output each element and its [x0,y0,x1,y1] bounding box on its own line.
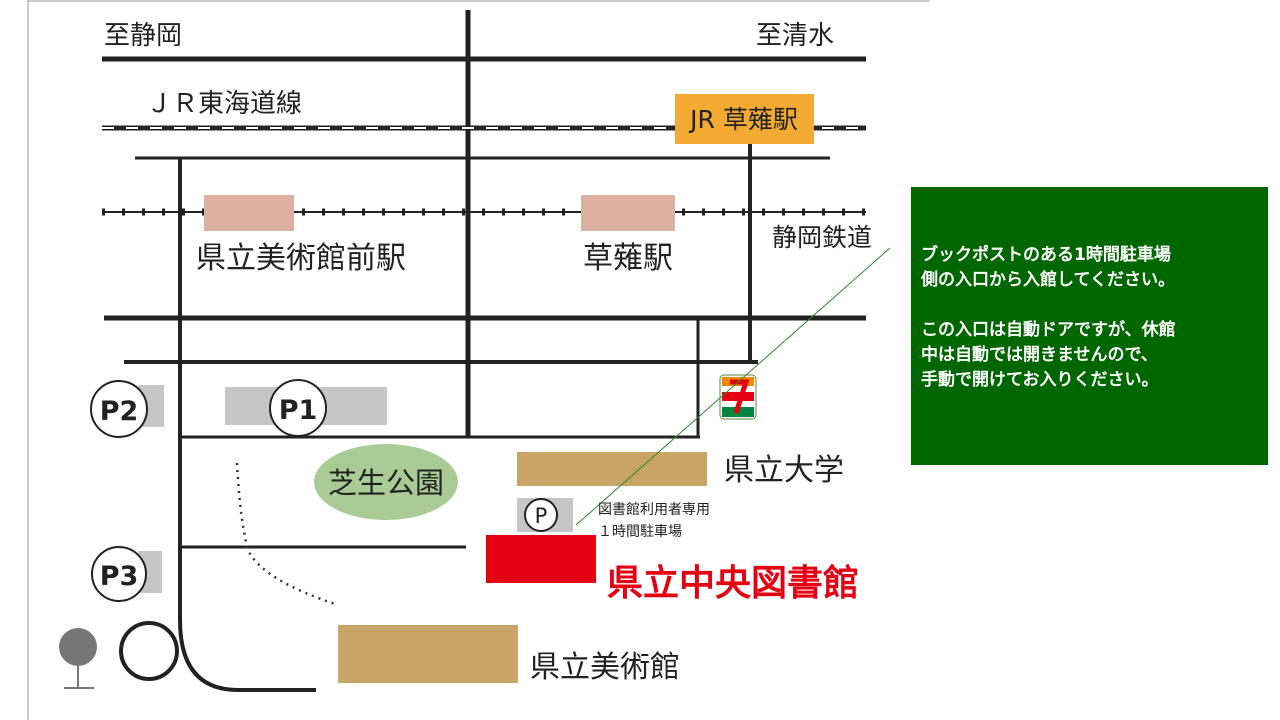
station-museum-mae-box [204,195,294,231]
direction-shizuoka: 至静岡 [104,21,182,51]
p2-marker [90,380,148,438]
university-building [517,452,707,486]
park-area [314,444,458,520]
notice-pointer-line [575,247,891,526]
notice-box: ブックポストのある1時間駐車場 側の入口から入館してください。 この入口は自動ド… [911,187,1268,465]
roundabout [119,621,179,681]
footpath [235,462,339,607]
p1-label: P1 [279,395,318,426]
road-curve-south [178,619,316,692]
library-lot-label-line2: １時間駐車場 [598,523,682,540]
p1-marker [269,379,327,437]
station-museum-mae-label: 県立美術館前駅 [196,241,406,276]
p2-label: P2 [100,396,139,427]
jr-kusanagi-station-box [675,94,814,144]
library-parking-p-label: P [535,504,548,528]
p3-marker [91,546,147,602]
station-kusanagi-box [581,195,675,231]
jr-line-label: ＪＲ東海道線 [146,89,302,119]
museum-building [338,625,518,683]
notice-paragraph-2: この入口は自動ドアですが、休館 中は自動では開きませんので、 手動で開けてお入り… [921,320,1176,390]
library-building [486,535,596,583]
notice-paragraph-1: ブックポストのある1時間駐車場 側の入口から入館してください。 [921,245,1175,290]
station-kusanagi-label: 草薙駅 [583,241,673,276]
traffic-sign-icon [59,628,97,689]
direction-shimizu: 至清水 [756,21,834,51]
jr-station-label: JR 草薙駅 [688,105,798,134]
park-label: 芝生公園 [328,466,444,500]
shizutetsu-line-label: 静岡鉄道 [772,223,872,252]
university-label: 県立大学 [724,453,844,488]
p3-label: P3 [100,561,139,592]
library-parking-marker [524,498,558,532]
library-label: 県立中央図書館 [607,562,859,604]
library-lot-label-line1: 図書館利用者専用 [598,501,710,518]
museum-label: 県立美術館 [530,650,680,685]
